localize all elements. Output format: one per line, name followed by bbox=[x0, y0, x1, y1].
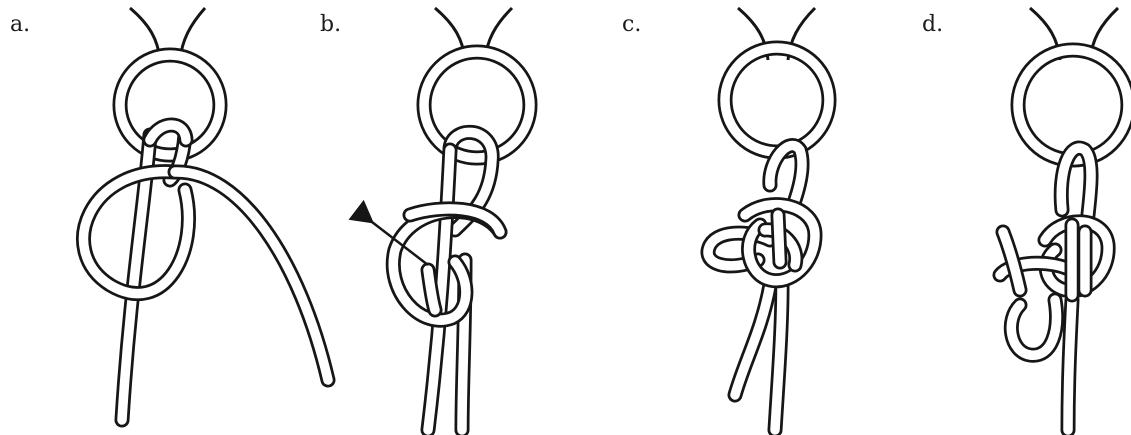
cord-icon bbox=[393, 132, 500, 430]
panel-a-illustration bbox=[84, 8, 328, 420]
panel-b-illustration bbox=[372, 8, 530, 430]
panel-c-illustration bbox=[708, 8, 829, 430]
ring-icon bbox=[725, 48, 829, 152]
cord-icon bbox=[84, 125, 328, 420]
ring-icon bbox=[120, 55, 220, 155]
ring-icon bbox=[424, 52, 530, 158]
cord-icon bbox=[735, 145, 802, 430]
panel-d-illustration bbox=[1000, 8, 1128, 430]
knot-icon bbox=[708, 205, 815, 281]
knot-icon bbox=[1000, 222, 1108, 355]
